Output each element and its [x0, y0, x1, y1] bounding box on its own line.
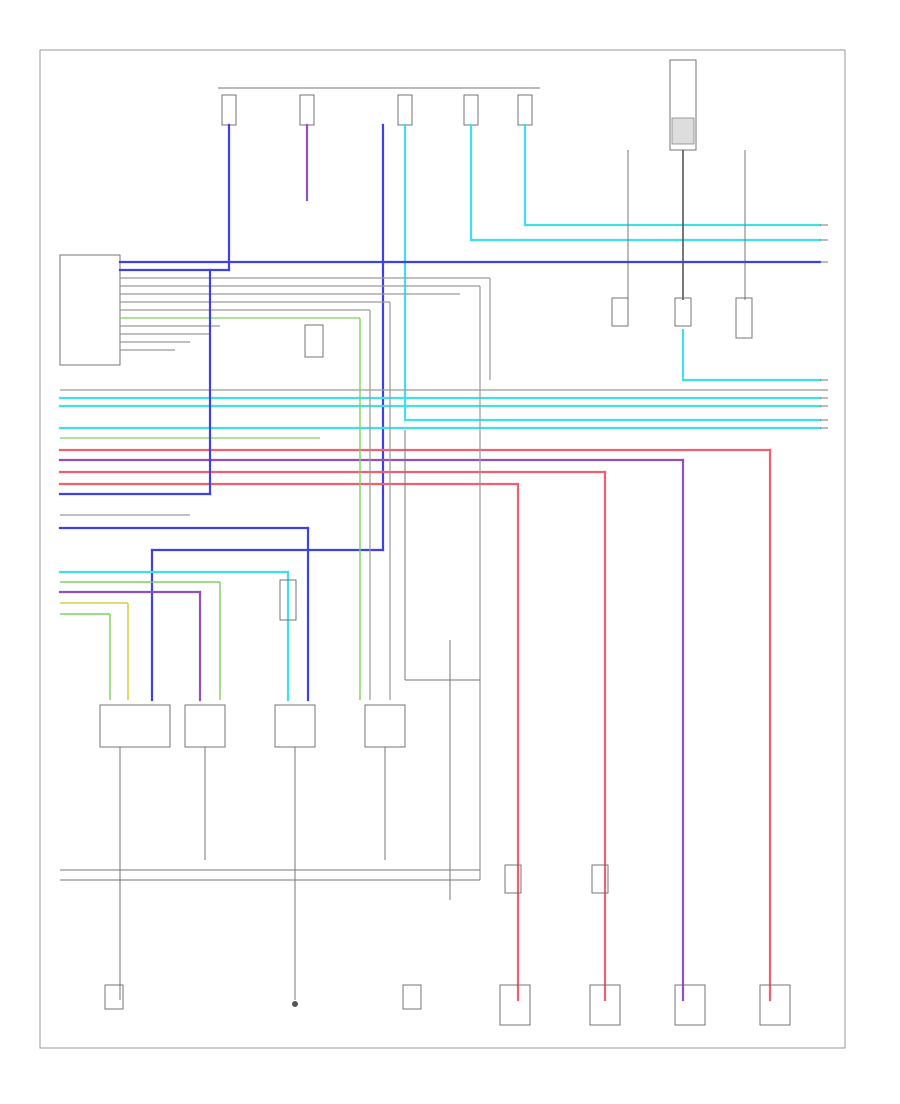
fuse-3: [397, 94, 413, 126]
fuse-1: [221, 94, 237, 126]
ground-point: [292, 1001, 298, 1007]
actuator-4: [364, 704, 406, 748]
diagram-frame: [39, 49, 846, 1049]
fuse-5: [517, 94, 533, 126]
actuator-1: [99, 704, 171, 748]
sensor-connector: [671, 117, 695, 145]
inline-switch-mid: [279, 579, 297, 621]
motor-4: [759, 984, 791, 1026]
motor-2: [589, 984, 621, 1026]
switch-r2: [674, 297, 692, 327]
switch-bottom-2: [402, 984, 422, 1010]
motor-1: [499, 984, 531, 1026]
relay-mid: [304, 324, 324, 358]
relay-bottom-1: [504, 864, 522, 894]
actuator-2: [184, 704, 226, 748]
actuator-3: [274, 704, 316, 748]
relay-bottom-2: [591, 864, 609, 894]
motor-3: [674, 984, 706, 1026]
switch-r1: [611, 297, 629, 327]
fuse-4: [463, 94, 479, 126]
fuse-group-top: [221, 94, 533, 126]
bottom-switch-row: [104, 984, 791, 1026]
fuse-2: [299, 94, 315, 126]
switch-r3: [735, 297, 753, 339]
actuator-row: [99, 704, 406, 748]
control-module: [59, 254, 121, 366]
right-connector-pins: [820, 224, 828, 429]
switch-bottom-1: [104, 984, 124, 1010]
